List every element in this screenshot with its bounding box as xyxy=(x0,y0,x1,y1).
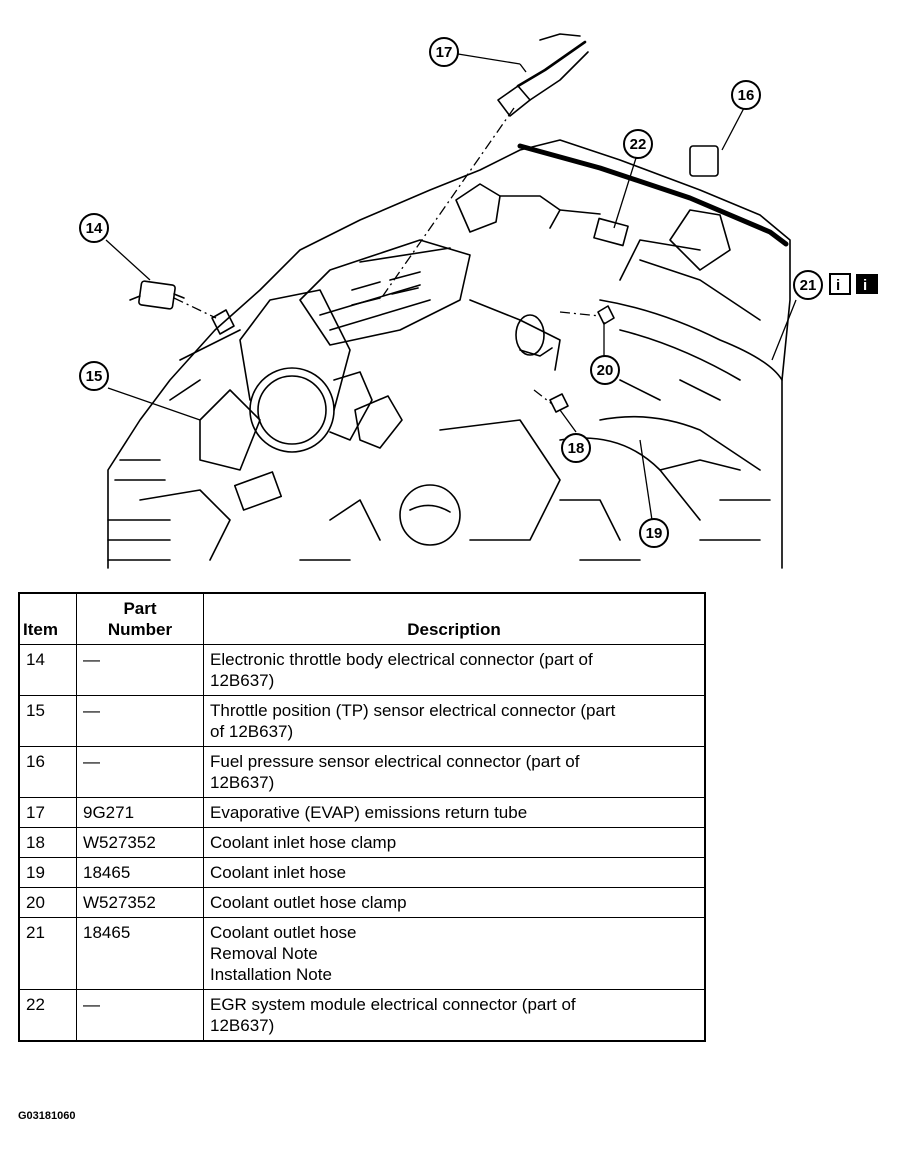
cell-description: Fuel pressure sensor electrical connecto… xyxy=(203,746,706,798)
description-line: Coolant outlet hose xyxy=(210,923,357,942)
callout-16 xyxy=(731,80,761,110)
callout-label: 21 xyxy=(800,277,817,294)
description-line: EGR system module electrical connector (… xyxy=(210,995,576,1014)
svg-text:i: i xyxy=(836,277,840,294)
header-description: Description xyxy=(203,592,706,645)
cell-description: Coolant inlet hose xyxy=(203,857,706,888)
cell-item: 17 xyxy=(18,797,77,828)
callout-label: 20 xyxy=(597,362,614,379)
callout-label: 19 xyxy=(646,525,663,542)
cell-item: 20 xyxy=(18,887,77,918)
cell-part-number: W527352 xyxy=(76,887,204,918)
cell-part-number: W527352 xyxy=(76,827,204,858)
engine-diagram: i i 17 16 22 14 21 15 20 xyxy=(79,33,878,569)
engine-illustration: i i 17 16 22 14 21 15 20 xyxy=(79,33,878,569)
callout-label: 15 xyxy=(86,368,103,385)
cell-part-number: 18465 xyxy=(76,857,204,888)
callout-14 xyxy=(79,213,109,243)
callout-label: 16 xyxy=(738,87,755,104)
callout-label: 22 xyxy=(630,136,647,153)
cell-item: 18 xyxy=(18,827,77,858)
cell-part-number: — xyxy=(76,644,204,696)
description-line: Fuel pressure sensor electrical connecto… xyxy=(210,752,580,771)
cell-description: EGR system module electrical connector (… xyxy=(203,989,706,1042)
header-part-line: Part xyxy=(123,599,157,618)
cell-part-number: 9G271 xyxy=(76,797,204,828)
figure-code: G03181060 xyxy=(18,1110,76,1122)
table-row: 14— Electronic throttle body electrical c… xyxy=(18,644,706,696)
description-line: 12B637) xyxy=(210,1016,275,1035)
callout-22 xyxy=(623,129,653,159)
table-body: 14—Electronic throttle body electrical c… xyxy=(18,644,706,1042)
header-item: Item xyxy=(18,592,77,645)
callout-15 xyxy=(79,361,109,391)
description-line: Coolant inlet hose xyxy=(210,863,347,882)
cell-item: 21 xyxy=(18,917,77,990)
cell-part-number: — xyxy=(76,746,204,798)
description-line: 12B637) xyxy=(210,671,275,690)
description-line: Coolant inlet hose clamp xyxy=(210,833,397,852)
description-line: Removal Note xyxy=(210,944,318,963)
cell-description: Evaporative (EVAP) emissions return tube xyxy=(203,797,706,828)
callout-label: 18 xyxy=(568,440,585,457)
description-line: of 12B637) xyxy=(210,722,294,741)
callout-label: 17 xyxy=(436,44,453,61)
cell-description: Throttle position (TP) sensor electrical… xyxy=(203,695,706,747)
callout-20 xyxy=(590,355,620,385)
description-line: Coolant outlet hose clamp xyxy=(210,893,407,912)
callout-17 xyxy=(429,37,459,67)
callout-21 xyxy=(793,270,823,300)
table-row: 22— EGR system module electrical connecto… xyxy=(18,989,706,1042)
cell-description: Coolant outlet hose clamp xyxy=(203,887,706,918)
table-header-row: Item Part Number Description xyxy=(18,592,706,645)
callout-19 xyxy=(639,518,669,548)
cell-part-number: — xyxy=(76,695,204,747)
cell-item: 19 xyxy=(18,857,77,888)
parts-table: Item Part Number Description 14—Electron… xyxy=(18,592,706,1042)
svg-text:i: i xyxy=(863,277,867,294)
cell-item: 22 xyxy=(18,989,77,1042)
description-line: Electronic throttle body electrical conn… xyxy=(210,650,593,669)
cell-part-number: 18465 xyxy=(76,917,204,990)
callout-18 xyxy=(561,433,591,463)
description-line: Installation Note xyxy=(210,965,332,984)
cell-description: Coolant inlet hose clamp xyxy=(203,827,706,858)
cell-item: 14 xyxy=(18,644,77,696)
cell-item: 16 xyxy=(18,746,77,798)
cell-description: Electronic throttle body electrical conn… xyxy=(203,644,706,696)
callout-label: 14 xyxy=(86,220,103,237)
table-row: 15— Throttle position (TP) sensor electri… xyxy=(18,695,706,747)
table-row: 16— Fuel pressure sensor electrical conne… xyxy=(18,746,706,798)
cell-part-number: — xyxy=(76,989,204,1042)
cell-item: 15 xyxy=(18,695,77,747)
description-line: Evaporative (EVAP) emissions return tube xyxy=(210,803,528,822)
header-part-line: Number xyxy=(107,620,173,639)
description-line: Throttle position (TP) sensor electrical… xyxy=(210,701,616,720)
description-line: 12B637) xyxy=(210,773,275,792)
header-part-number: Part Number xyxy=(76,592,204,645)
